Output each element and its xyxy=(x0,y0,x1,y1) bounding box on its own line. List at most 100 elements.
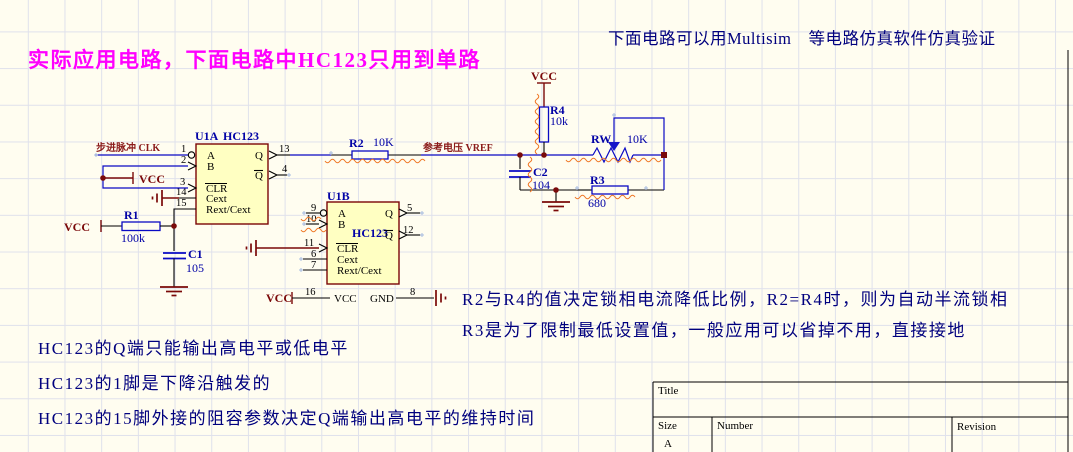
r4-value[interactable]: 10k xyxy=(550,114,568,128)
vcc-power-port-label[interactable]: VCC xyxy=(139,172,165,186)
titleblock-title-label[interactable]: Title xyxy=(658,385,679,397)
vref-net-label[interactable]: 参考电压 VREF xyxy=(423,141,493,154)
u1b-power-row[interactable]: VCC 16 VCC GND 8 xyxy=(266,287,447,306)
titleblock-revision-label[interactable]: Revision xyxy=(957,421,997,433)
note-r3[interactable]: R3是为了限制最低设置值，一般应用可以省掉不用，直接接地 xyxy=(462,321,966,340)
rw-wiper-icon xyxy=(608,142,620,151)
u1a-pin13-number: 13 xyxy=(279,144,290,155)
rw-refdes[interactable]: RW xyxy=(591,132,611,146)
r1-value[interactable]: 100k xyxy=(121,231,145,245)
clk-input-net[interactable]: 步进脉冲 CLK xyxy=(95,141,188,156)
r1-vcc-label[interactable]: VCC xyxy=(64,220,90,234)
u1b-vcc-port-label[interactable]: VCC xyxy=(266,291,292,305)
u1b-pin9-inverter-bubble-icon xyxy=(319,209,328,217)
u1b-pin6-number: 6 xyxy=(311,249,316,260)
u1a-pin3-arrow-icon xyxy=(187,183,198,193)
erc-squiggle-markers xyxy=(300,93,662,233)
u1a-refdes[interactable]: U1A xyxy=(195,129,219,143)
u1b-pin12-number: 12 xyxy=(403,225,414,236)
note-q-level[interactable]: HC123的Q端只能输出高电平或低电平 xyxy=(38,339,349,358)
r2-refdes[interactable]: R2 xyxy=(349,136,364,150)
u1b-component[interactable]: U1B HC123 A B CLR Cext Rext/Cext Q Q 9 1… xyxy=(303,189,421,285)
r4-refdes[interactable]: R4 xyxy=(550,103,565,117)
u1a-pin13-arrow-icon xyxy=(268,150,279,160)
c2-refdes[interactable]: C2 xyxy=(533,165,548,179)
u1a-pin1-number: 1 xyxy=(181,144,186,155)
u1b-pin10-arrow-icon xyxy=(318,219,329,229)
u1b-refdes[interactable]: U1B xyxy=(327,189,350,203)
note-pin15-rc[interactable]: HC123的15脚外接的阻容参数决定Q端输出高电平的维持时间 xyxy=(38,409,535,428)
resistor-r2[interactable]: R2 10K xyxy=(331,135,421,160)
grid-snap-markers xyxy=(94,113,648,272)
u1b-pin-cext-label: Cext xyxy=(337,254,358,266)
r4-vcc-label[interactable]: VCC xyxy=(531,69,557,83)
resistor-r1[interactable]: VCC R1 100k xyxy=(64,208,174,245)
resistor-r3[interactable]: R3 680 xyxy=(577,173,664,210)
note-main-title[interactable]: 实际应用电路，下面电路中HC123只用到单路 xyxy=(28,48,481,72)
r2-value[interactable]: 10K xyxy=(373,135,394,149)
u1b-pin5-arrow-icon xyxy=(398,208,409,218)
capacitor-c2[interactable]: C2 104 xyxy=(509,155,577,192)
u1a-pin-qbar-label: Q xyxy=(255,170,263,182)
u1a-pin1-inverter-bubble-icon xyxy=(187,151,196,159)
junction-dots xyxy=(100,152,559,229)
u1a-pin2-number: 2 xyxy=(181,155,186,166)
u1a-pin14-number: 14 xyxy=(176,187,187,198)
r3-refdes[interactable]: R3 xyxy=(590,173,605,187)
u1b-pin16-number: 16 xyxy=(305,287,316,298)
u1b-pin-a-label: A xyxy=(338,208,346,220)
ground-pin14-icon[interactable] xyxy=(151,190,180,206)
u1b-pin-qbar-label: Q xyxy=(385,230,393,242)
potentiometer-rw[interactable]: RW 10K xyxy=(591,117,667,190)
u1a-pin-clr-label: CLR xyxy=(206,183,228,195)
note-r2r4[interactable]: R2与R4的值决定锁相电流降低比例，R2=R4时，则为自动半流锁相 xyxy=(462,290,1008,309)
resistor-r4[interactable]: VCC R4 10k xyxy=(531,69,568,155)
u1b-pin9-number: 9 xyxy=(311,203,316,214)
rw-junction-dot xyxy=(661,152,667,158)
ground-pin11-icon[interactable] xyxy=(245,240,320,256)
u1a-pin-cext-label: Cext xyxy=(206,193,227,205)
u1b-pin8-number: 8 xyxy=(410,287,415,298)
note-simulation[interactable]: 下面电路可以用Multisim 等电路仿真软件仿真验证 xyxy=(608,29,996,48)
titleblock-number-label[interactable]: Number xyxy=(717,420,753,432)
c1-value[interactable]: 105 xyxy=(186,261,204,275)
u1a-pin4-arrow-icon xyxy=(268,170,279,180)
u1a-pin-q-label: Q xyxy=(255,150,263,162)
clk-net-label[interactable]: 步进脉冲 CLK xyxy=(96,141,160,154)
rw-value[interactable]: 10K xyxy=(627,132,648,146)
u1a-part-label[interactable]: HC123 xyxy=(223,129,259,143)
ground-c1-icon[interactable] xyxy=(160,286,188,297)
c1-refdes[interactable]: C1 xyxy=(188,247,203,261)
u1b-part-label[interactable]: HC123 xyxy=(352,226,388,240)
ground-pin8-icon xyxy=(435,290,447,306)
u1a-pin-b-label: B xyxy=(207,161,214,173)
u1a-pin15-number: 15 xyxy=(176,198,187,209)
u1a-pin-a-label: A xyxy=(207,150,215,162)
u1a-pin-rext-label: Rext/Cext xyxy=(206,204,251,216)
capacitor-c1[interactable]: C1 105 xyxy=(163,226,204,287)
u1a-input-loop-wires[interactable]: VCC xyxy=(102,165,188,189)
u1b-pin11-arrow-icon xyxy=(318,243,329,253)
u1b-pin-vcc-label: VCC xyxy=(334,293,357,305)
title-block: Title Size A Number Revision xyxy=(652,381,1068,452)
u1b-pin-clr-label: CLR xyxy=(337,243,359,255)
u1b-pin-gnd-label: GND xyxy=(370,293,394,305)
note-pin1-trigger[interactable]: HC123的1脚是下降沿触发的 xyxy=(38,374,271,393)
r1-refdes[interactable]: R1 xyxy=(124,208,139,222)
u1b-pin11-number: 11 xyxy=(304,238,314,249)
titleblock-size-value[interactable]: A xyxy=(664,438,672,450)
u1a-pin3-number: 3 xyxy=(180,177,185,188)
titleblock-size-label[interactable]: Size xyxy=(658,420,677,432)
c2-value[interactable]: 104 xyxy=(532,178,550,192)
ground-c2-icon[interactable] xyxy=(542,190,570,212)
u1b-pin-b-label: B xyxy=(338,219,345,231)
r3-value[interactable]: 680 xyxy=(588,196,606,210)
u1b-pin7-number: 7 xyxy=(311,260,316,271)
u1a-pin2-arrow-icon xyxy=(187,161,198,171)
u1a-pin4-number: 4 xyxy=(282,164,288,175)
u1a-component[interactable]: U1A HC123 A B CLR Cext Rext/Cext Q Q 1 2… xyxy=(173,129,290,226)
u1b-pin5-number: 5 xyxy=(407,203,412,214)
u1b-pin-rext-label: Rext/Cext xyxy=(337,265,382,277)
